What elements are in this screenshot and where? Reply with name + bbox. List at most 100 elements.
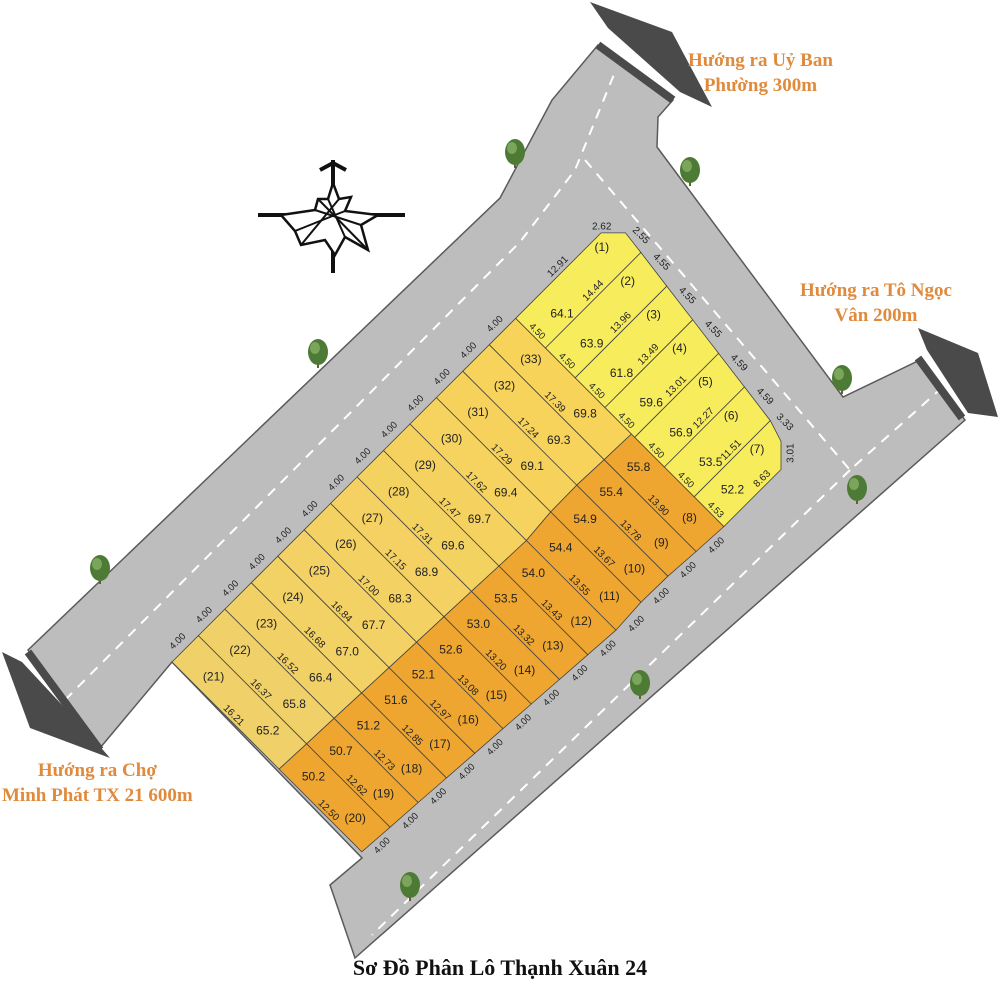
tree-icon xyxy=(847,475,867,504)
lot-number: (25) xyxy=(309,564,330,578)
direction-line: Phường 300m xyxy=(703,75,818,96)
tree-icon xyxy=(505,139,525,168)
tree-icon xyxy=(630,670,650,699)
lot-area: 69.6 xyxy=(441,538,465,552)
lot-area: 54.4 xyxy=(549,541,573,555)
lot-area: 55.8 xyxy=(627,460,651,474)
lot-number: (31) xyxy=(467,405,488,419)
edge-length: 3.01 xyxy=(785,443,796,463)
arrow-up-icon[interactable] xyxy=(590,2,712,107)
lot-number: (29) xyxy=(415,458,436,472)
lot-area: 65.8 xyxy=(283,697,307,711)
direction-label-to-ngoc-van: Hướng ra Tô Ngọc Vân 200m xyxy=(800,278,952,328)
direction-line: Vân 200m xyxy=(834,305,918,326)
lot-number: (5) xyxy=(698,375,713,389)
lot-area: 51.6 xyxy=(384,693,408,707)
lot-area: 68.3 xyxy=(388,591,412,605)
lot-area: 66.4 xyxy=(309,671,333,685)
lot-area: 53.5 xyxy=(699,455,723,469)
road-end-bar xyxy=(595,41,676,104)
direction-line: Hướng ra Tô Ngọc xyxy=(800,280,952,301)
lot-area: 69.1 xyxy=(521,459,545,473)
lot-number: (13) xyxy=(542,638,563,652)
tree-icon xyxy=(90,555,110,584)
lot-number: (2) xyxy=(620,274,635,288)
map-title: Sơ Đồ Phân Lô Thạnh Xuân 24 xyxy=(352,955,648,980)
lot-number: (6) xyxy=(724,408,739,422)
lot-area: 65.2 xyxy=(256,724,280,738)
lot-number: (19) xyxy=(373,786,394,800)
lot-number: (27) xyxy=(362,511,383,525)
lot-area: 61.8 xyxy=(610,366,634,380)
lot-area: 53.5 xyxy=(494,591,518,605)
lot-number: (20) xyxy=(345,811,366,825)
lot-area: 53.0 xyxy=(467,617,491,631)
lot-number: (10) xyxy=(624,561,645,575)
lot-area: 69.3 xyxy=(547,433,571,447)
lot-area: 63.9 xyxy=(580,336,604,350)
tree-icon xyxy=(832,365,852,394)
lot-number: (12) xyxy=(571,614,592,628)
lot-area: 56.9 xyxy=(669,425,693,439)
lot-number: (21) xyxy=(203,669,224,683)
direction-line: Hướng ra Chợ xyxy=(37,760,157,781)
compass-rose-icon xyxy=(258,160,405,273)
arrow-left-icon[interactable] xyxy=(2,652,110,758)
lot-area: 55.4 xyxy=(600,485,624,499)
lot-number: (16) xyxy=(458,712,479,726)
lot-number: (33) xyxy=(520,352,541,366)
lot-area: 69.8 xyxy=(573,406,597,420)
lot-number: (11) xyxy=(599,589,619,603)
lot-number: (14) xyxy=(514,663,535,677)
lot-number: (7) xyxy=(750,442,765,456)
lot-7[interactable] xyxy=(693,419,782,528)
tree-icon xyxy=(400,872,420,901)
lot-area: 54.9 xyxy=(573,512,597,526)
lot-number: (3) xyxy=(646,307,661,321)
tree-icon xyxy=(680,157,700,186)
direction-label-uy-ban: Hướng ra Uỷ Ban Phường 300m xyxy=(688,48,833,98)
lot-area: 52.2 xyxy=(721,482,745,496)
lot-area: 69.4 xyxy=(494,486,518,500)
lot-number: (17) xyxy=(429,737,450,751)
lot-number: (22) xyxy=(229,643,250,657)
lot-area: 52.6 xyxy=(439,642,463,656)
direction-line: Hướng ra Uỷ Ban xyxy=(688,50,833,71)
road-centerline xyxy=(371,469,851,936)
trees xyxy=(90,139,867,901)
lot-area: 67.0 xyxy=(336,644,360,658)
lot-area: 68.9 xyxy=(415,565,439,579)
road-centerline xyxy=(584,159,946,472)
lot-area: 54.0 xyxy=(522,566,546,580)
road-end-bar xyxy=(914,355,966,421)
lot-number: (32) xyxy=(494,379,515,393)
road-centerline xyxy=(64,71,616,701)
lot-area: 50.7 xyxy=(329,744,353,758)
lot-number: (18) xyxy=(401,762,422,776)
lot-area: 67.7 xyxy=(362,618,386,632)
arrow-right-icon[interactable] xyxy=(918,328,998,417)
lot-block xyxy=(171,232,782,853)
lot-number: (24) xyxy=(282,590,303,604)
lot-number: (30) xyxy=(441,431,462,445)
lot-1[interactable] xyxy=(515,232,642,349)
lot-area: 51.2 xyxy=(357,718,381,732)
lot-number: (8) xyxy=(682,511,697,525)
lot-number: (23) xyxy=(256,616,277,630)
lot-area: 59.6 xyxy=(640,396,664,410)
lot-number: (26) xyxy=(335,537,356,551)
lot-number: (28) xyxy=(388,484,409,498)
lot-area: 50.2 xyxy=(302,769,326,783)
lot-area: 52.1 xyxy=(412,668,436,682)
edge-length: 2.62 xyxy=(592,222,612,233)
lot-area: 64.1 xyxy=(550,306,574,320)
lot-area: 69.7 xyxy=(468,512,492,526)
lot-number: (15) xyxy=(486,688,507,702)
lot-number: (9) xyxy=(654,535,669,549)
lot-number: (1) xyxy=(594,240,609,254)
direction-label-cho-minh-phat: Hướng ra Chợ Minh Phát TX 21 600m xyxy=(2,758,193,808)
direction-line: Minh Phát TX 21 600m xyxy=(2,785,193,806)
tree-icon xyxy=(308,339,328,368)
